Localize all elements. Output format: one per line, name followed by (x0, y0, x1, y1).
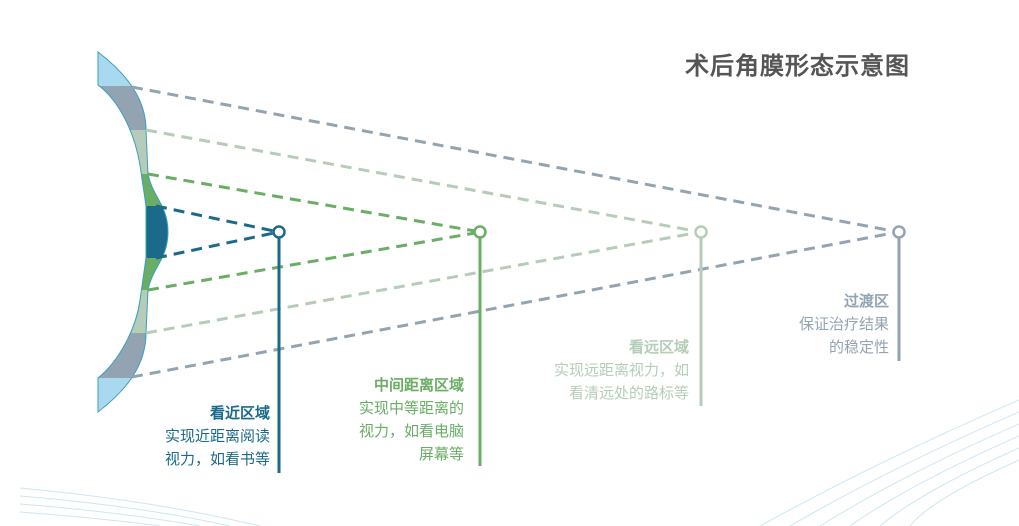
far-focus-point (694, 225, 708, 239)
transition-zone-top (98, 86, 168, 130)
zone-name: 过渡区 (843, 292, 889, 310)
edge-zone-top (98, 52, 168, 86)
near-focus-point (272, 225, 286, 239)
transition-zone-rays (131, 85, 894, 379)
zone-desc: 保证治疗结果 (798, 315, 889, 333)
near-zone-rays (155, 204, 275, 260)
zone-desc: 视力，如看电脑 (358, 422, 464, 440)
zone-desc: 实现近距离阅读 (164, 427, 270, 445)
far-zone-rays (145, 128, 696, 335)
zone-desc: 实现远距离视力，如 (553, 361, 689, 379)
transition-focus-point (892, 225, 906, 239)
zone-desc: 视力，如看书等 (164, 450, 270, 468)
mid-zone-top (98, 174, 168, 206)
mid-zone-label: 中间距离区域 实现中等距离的 视力，如看电脑 屏幕等 (300, 374, 464, 466)
zone-name: 看远区域 (628, 338, 689, 356)
mid-zone-rays (147, 172, 476, 292)
zone-name: 看近区域 (209, 404, 270, 422)
zone-desc: 屏幕等 (418, 445, 464, 463)
near-zone (98, 206, 168, 258)
zone-name: 中间距离区域 (373, 376, 464, 394)
zone-desc: 的稳定性 (828, 338, 889, 356)
far-zone-bottom (98, 290, 168, 333)
far-zone-top (98, 130, 168, 174)
far-zone-label: 看远区域 实现远距离视力，如 看清远处的路标等 (500, 336, 689, 405)
transition-zone-label: 过渡区 保证治疗结果 的稳定性 (740, 290, 889, 359)
mid-focus-point (473, 225, 487, 239)
near-zone-label: 看近区域 实现近距离阅读 视力，如看书等 (100, 402, 270, 471)
zone-desc: 实现中等距离的 (358, 399, 464, 417)
diagram-title: 术后角膜形态示意图 (685, 52, 910, 80)
decorative-lines (19, 399, 1019, 526)
cornea-lens (98, 52, 168, 412)
mid-zone-bottom (98, 258, 168, 290)
zone-desc: 看清远处的路标等 (568, 384, 689, 402)
